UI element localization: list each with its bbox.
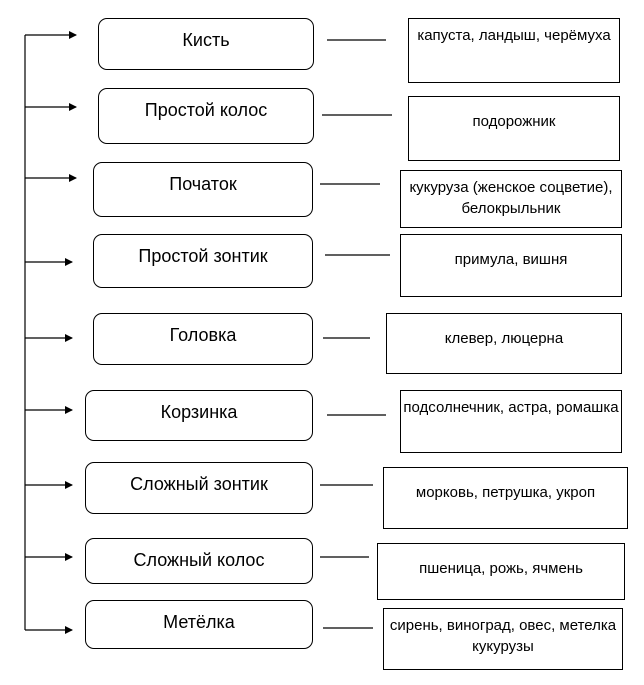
inflorescence-box-compound-umbel: Сложный зонтик [85,462,313,514]
examples-box-simple-spike: подорожник [408,96,620,161]
inflorescence-label: Простой зонтик [138,246,268,266]
inflorescence-box-raceme: Кисть [98,18,314,70]
examples-box-head: клевер, люцерна [386,313,622,374]
inflorescence-label: Корзинка [160,402,238,422]
inflorescence-box-spadix: Початок [93,162,313,217]
examples-text: капуста, ландыш, черёмуха [417,27,611,44]
inflorescence-label: Метёлка [163,612,235,632]
examples-box-simple-umbel: примула, вишня [400,234,622,297]
inflorescence-label: Простой колос [144,100,268,120]
examples-text: подсолнечник, астра, ромашка [403,399,619,416]
inflorescence-label: Кисть [182,30,230,50]
examples-box-raceme: капуста, ландыш, черёмуха [408,18,620,83]
examples-text: клевер, люцерна [444,330,564,347]
examples-text: подорожник [472,113,556,130]
inflorescence-box-simple-spike: Простой колос [98,88,314,144]
inflorescence-box-panicle: Метёлка [85,600,313,649]
examples-text: пшеница, рожь, ячмень [419,560,583,577]
examples-box-capitulum: подсолнечник, астра, ромашка [400,390,622,453]
examples-text: кукуруза (женское соцветие), белокрыльни… [409,179,613,217]
examples-text: морковь, петрушка, укроп [415,484,596,501]
examples-text: сирень, виноград, овес, метелка кукурузы [389,617,617,655]
examples-box-panicle: сирень, виноград, овес, метелка кукурузы [383,608,623,670]
examples-box-compound-umbel: морковь, петрушка, укроп [383,467,628,529]
inflorescence-box-capitulum: Корзинка [85,390,313,441]
examples-box-compound-spike: пшеница, рожь, ячмень [377,543,625,600]
inflorescence-box-simple-umbel: Простой зонтик [93,234,313,288]
inflorescence-label: Сложный колос [133,550,265,570]
inflorescence-label: Початок [169,174,237,194]
inflorescence-box-compound-spike: Сложный колос [85,538,313,584]
examples-box-spadix: кукуруза (женское соцветие), белокрыльни… [400,170,622,228]
inflorescence-box-head: Головка [93,313,313,365]
inflorescence-label: Сложный зонтик [130,474,268,494]
inflorescence-label: Головка [169,325,237,345]
examples-text: примула, вишня [454,251,568,268]
